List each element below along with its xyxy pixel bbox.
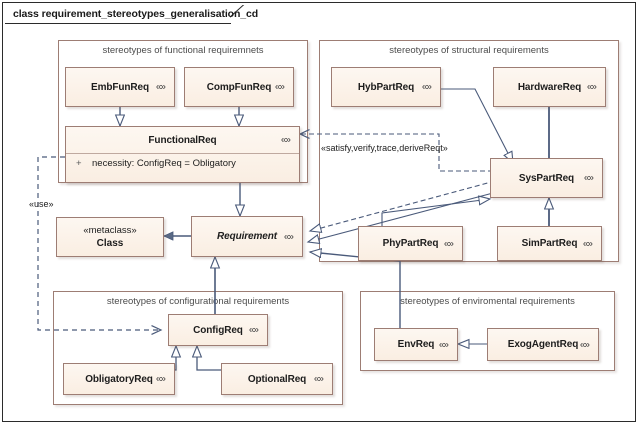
class-label: Requirement bbox=[216, 231, 278, 242]
stereotype-marker-icon: «» bbox=[155, 81, 166, 93]
frame-tab-body bbox=[5, 5, 231, 24]
class-obligatory-req[interactable]: ObligatoryReq «» bbox=[63, 363, 175, 395]
class-name-row: HybPartReq «» bbox=[332, 68, 440, 106]
edge-label-satisfy-verify-trace-derivereqt: «satisfy,verify,trace,deriveReqt» bbox=[321, 143, 448, 153]
class-name-row: Requirement «» bbox=[192, 217, 302, 256]
attribute-label: necessity: ConfigReq = Obligatory bbox=[92, 158, 236, 169]
class-name-row: SimPartReq «» bbox=[498, 227, 601, 260]
package-configurational-title: stereotypes of configurational requireme… bbox=[106, 296, 290, 307]
class-hardware-req[interactable]: HardwareReq «» bbox=[493, 67, 606, 107]
class-env-req[interactable]: EnvReq «» bbox=[374, 328, 458, 361]
stereotype-marker-icon: «» bbox=[438, 339, 449, 350]
class-label: EmbFunReq bbox=[91, 81, 149, 93]
class-name-row: HardwareReq «» bbox=[494, 68, 605, 106]
package-environmental-title: stereotypes of enviromental requirements bbox=[400, 296, 575, 307]
class-label: Class bbox=[96, 237, 124, 249]
stereotype-marker-icon: «» bbox=[583, 172, 594, 184]
package-structural-title: stereotypes of structural requirements bbox=[389, 45, 549, 56]
class-label: PhyPartReq bbox=[382, 238, 439, 249]
class-name-row: EnvReq «» bbox=[375, 329, 457, 360]
class-label: HardwareReq bbox=[517, 81, 582, 93]
class-metaclass-class[interactable]: «metaclass» Class bbox=[56, 217, 164, 257]
class-label: OptionalReq bbox=[247, 373, 307, 385]
stereotype-marker-icon: «» bbox=[421, 81, 432, 93]
class-phy-part-req[interactable]: PhyPartReq «» bbox=[358, 226, 463, 261]
attribute-visibility: + bbox=[76, 158, 82, 169]
class-label: ConfigReq bbox=[193, 324, 243, 336]
class-hyb-part-req[interactable]: HybPartReq «» bbox=[331, 67, 441, 107]
class-sim-part-req[interactable]: SimPartReq «» bbox=[497, 226, 602, 261]
class-config-req[interactable]: ConfigReq «» bbox=[168, 314, 268, 346]
class-functional-req[interactable]: FunctionalReq «» + necessity: ConfigReq =… bbox=[65, 126, 300, 183]
stereotype-marker-icon: «» bbox=[280, 134, 291, 146]
class-label: ExogAgentReq bbox=[507, 339, 579, 350]
class-requirement[interactable]: Requirement «» bbox=[191, 216, 303, 257]
class-label: FunctionalReq bbox=[148, 134, 217, 146]
class-name-row: CompFunReq «» bbox=[185, 68, 293, 106]
class-name-row: PhyPartReq «» bbox=[359, 227, 462, 260]
stereotype-marker-icon: «» bbox=[274, 81, 285, 93]
class-name-row: EmbFunReq «» bbox=[66, 68, 174, 106]
class-label: CompFunReq bbox=[206, 81, 272, 93]
class-comp-fun-req[interactable]: CompFunReq «» bbox=[184, 67, 294, 107]
class-optional-req[interactable]: OptionalReq «» bbox=[221, 363, 333, 395]
stereotype-marker-icon: «» bbox=[248, 324, 259, 336]
stereotype-marker-icon: «» bbox=[313, 373, 324, 385]
class-attribute-row: + necessity: ConfigReq = Obligatory bbox=[76, 158, 236, 169]
stereotype-marker-icon: «» bbox=[586, 81, 597, 93]
class-name-row: FunctionalReq «» bbox=[66, 127, 299, 154]
stereotype-marker-icon: «» bbox=[582, 238, 593, 249]
diagram-frame-tab: class requirement_stereotypes_generalisa… bbox=[5, 5, 258, 24]
diagram-title: class requirement_stereotypes_generalisa… bbox=[13, 8, 259, 20]
stereotype-marker-icon: «» bbox=[443, 238, 454, 249]
class-name-row: ExogAgentReq «» bbox=[488, 329, 598, 360]
package-functional-title: stereotypes of functional requiremnets bbox=[102, 45, 264, 56]
diagram-frame: class requirement_stereotypes_generalisa… bbox=[2, 2, 636, 422]
stereotype-marker-icon: «» bbox=[283, 231, 294, 242]
stereotype-marker-icon: «» bbox=[155, 373, 166, 385]
class-label: SimPartReq bbox=[521, 238, 578, 249]
metaclass-stereotype-label: «metaclass» bbox=[83, 224, 137, 236]
stereotype-marker-icon: «» bbox=[579, 339, 590, 350]
class-label: ObligatoryReq bbox=[85, 373, 153, 385]
class-emb-fun-req[interactable]: EmbFunReq «» bbox=[65, 67, 175, 107]
class-label: EnvReq bbox=[397, 339, 435, 350]
class-sys-part-req[interactable]: SysPartReq «» bbox=[490, 158, 603, 198]
class-name-row: SysPartReq «» bbox=[491, 159, 602, 197]
class-name-row: OptionalReq «» bbox=[222, 364, 332, 394]
class-label: HybPartReq bbox=[357, 81, 415, 93]
class-name-row: ObligatoryReq «» bbox=[64, 364, 174, 394]
class-name-row: «metaclass» Class bbox=[57, 218, 163, 256]
metaclass-stack: «metaclass» Class bbox=[83, 225, 136, 250]
class-label: SysPartReq bbox=[518, 172, 575, 184]
class-name-row: ConfigReq «» bbox=[169, 315, 267, 345]
class-exog-agent-req[interactable]: ExogAgentReq «» bbox=[487, 328, 599, 361]
edge-label-use: «use» bbox=[29, 199, 54, 209]
